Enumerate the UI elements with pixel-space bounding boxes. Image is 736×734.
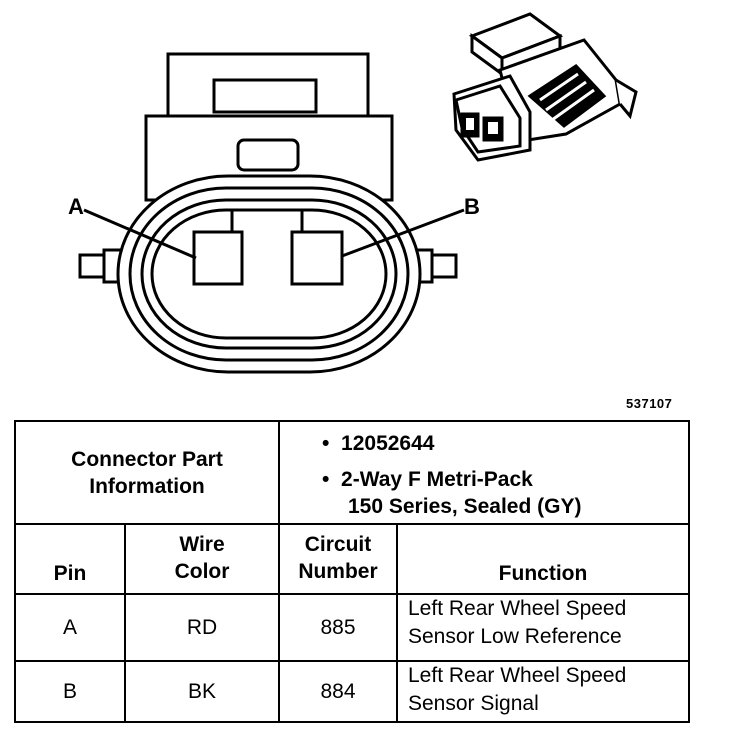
wire-color-header-line2: Color	[174, 560, 230, 583]
connector-pinout-table: Connector Part Information • 12052644 • …	[14, 420, 690, 723]
description-bullet: • 2-Way F Metri-Pack	[322, 468, 533, 491]
connector-face-drawing	[78, 12, 638, 374]
part-description-line2: 150 Series, Sealed (GY)	[348, 495, 582, 518]
part-description-line1: 2-Way F Metri-Pack	[341, 468, 533, 491]
row-a-function-line2: Sensor Low Reference	[408, 625, 622, 648]
part-number: 12052644	[341, 432, 435, 455]
circuit-header-line2: Number	[298, 560, 378, 583]
row-a-circuit: 885	[320, 616, 356, 639]
wire-color-header-line1: Wire	[179, 533, 225, 556]
circuit-number-column-header: Circuit Number	[280, 523, 396, 593]
function-column-header: Function	[498, 562, 588, 585]
part-info-header-line2: Information	[89, 474, 205, 498]
part-info-header: Connector Part Information	[16, 422, 278, 523]
row-a-pin: A	[62, 616, 77, 639]
wire-color-column-header: Wire Color	[126, 523, 278, 593]
circuit-header-line1: Circuit	[304, 533, 372, 556]
part-number-bullet: • 12052644	[322, 432, 435, 455]
pin-b-callout: B	[464, 194, 480, 219]
connector-3d-illustration	[452, 12, 638, 162]
connector-diagram: A B	[68, 12, 638, 374]
row-a-function: Left Rear Wheel Speed Sensor Low Referen…	[398, 595, 688, 660]
pin-a-callout: A	[68, 194, 84, 219]
row-b-pin: B	[62, 680, 77, 703]
row-b-function-line1: Left Rear Wheel Speed	[408, 664, 627, 687]
row-b-wire-color: BK	[187, 680, 216, 703]
row-b-function: Left Rear Wheel Speed Sensor Signal	[398, 662, 688, 721]
row-a-function-line1: Left Rear Wheel Speed	[408, 597, 627, 620]
row-b-circuit: 884	[320, 680, 356, 703]
row-b-function-line2: Sensor Signal	[408, 692, 539, 715]
figure-number: 537107	[626, 396, 673, 411]
pin-column-header: Pin	[53, 562, 87, 585]
row-a-wire-color: RD	[186, 616, 218, 639]
part-info-header-line1: Connector Part	[71, 447, 223, 471]
